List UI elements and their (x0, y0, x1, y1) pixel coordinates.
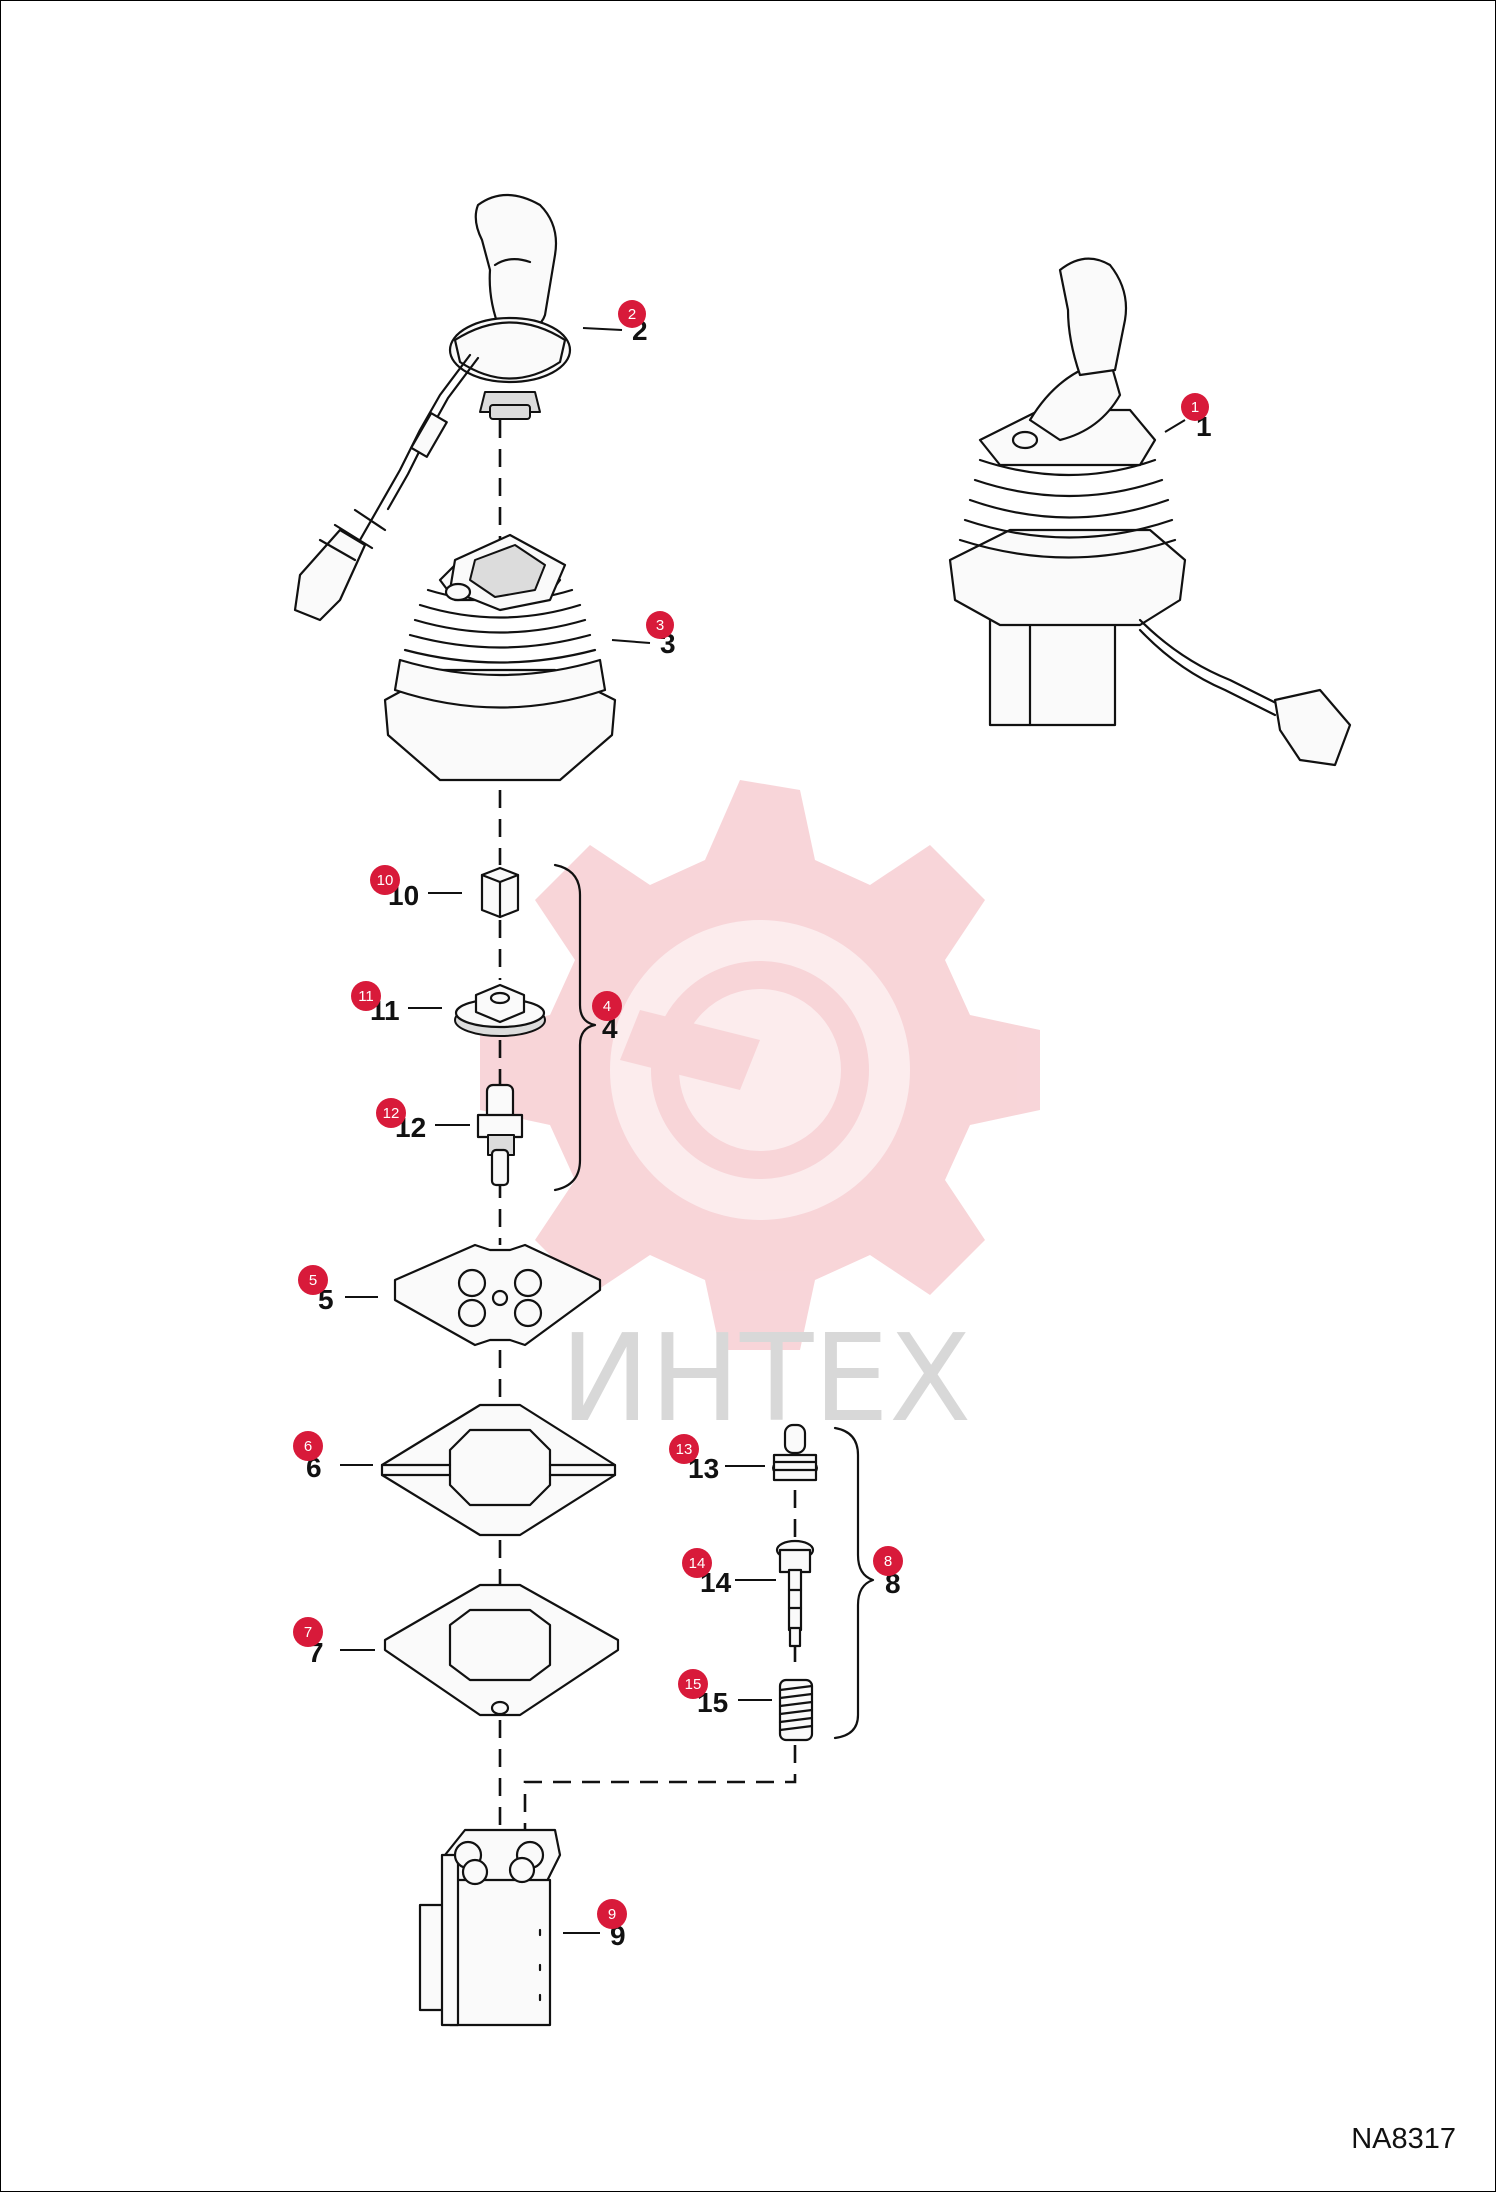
svg-text:6: 6 (304, 1438, 312, 1455)
brace-part-4 (553, 863, 597, 1192)
badge-10: 10 (370, 865, 400, 895)
svg-text:12: 12 (383, 1105, 400, 1122)
svg-text:13: 13 (676, 1441, 693, 1458)
svg-text:14: 14 (689, 1555, 706, 1572)
badge-3: 3 (646, 611, 674, 639)
badge-4: 4 (592, 991, 622, 1021)
badge-13: 13 (669, 1434, 699, 1464)
part-1-joystick-assembly (948, 257, 1352, 767)
svg-text:2: 2 (628, 306, 636, 323)
svg-text:5: 5 (309, 1272, 317, 1289)
part-15-spring (778, 1678, 814, 1742)
part-2-joystick-handle (293, 194, 572, 622)
watermark-gear-icon (480, 780, 1040, 1350)
part-7-plate (383, 1583, 620, 1717)
part-13-plunger-cap (772, 1423, 818, 1482)
part-3-rubber-boot (383, 533, 617, 782)
part-badges: 2 3 1 10 11 4 12 5 6 7 13 14 8 15 9 (293, 300, 1209, 1929)
svg-text:8: 8 (884, 1553, 892, 1570)
part-12-universal-joint (476, 1083, 524, 1187)
part-9-valve-body (418, 1828, 562, 2027)
svg-text:7: 7 (304, 1624, 312, 1641)
svg-text:1: 1 (1191, 399, 1199, 416)
part-5-plate (393, 1243, 602, 1347)
badge-8: 8 (873, 1546, 903, 1576)
badge-15: 15 (678, 1669, 708, 1699)
svg-text:11: 11 (358, 988, 374, 1005)
watermark-text: ИНТЕХ (560, 1310, 971, 1449)
badge-9: 9 (597, 1899, 627, 1929)
leader-lines (340, 327, 1186, 1934)
part-6-plate (380, 1403, 617, 1537)
badge-2: 2 (618, 300, 646, 328)
drawing-code: NA8317 (1351, 2123, 1456, 2155)
badge-6: 6 (293, 1431, 323, 1461)
svg-text:9: 9 (608, 1906, 616, 1923)
part-10-nut (480, 866, 520, 919)
svg-text:15: 15 (685, 1676, 702, 1693)
badge-12: 12 (376, 1098, 406, 1128)
svg-text:4: 4 (603, 998, 611, 1015)
badge-5: 5 (298, 1265, 328, 1295)
badge-14: 14 (682, 1548, 712, 1578)
brace-part-8 (833, 1426, 875, 1740)
badge-11: 11 (351, 981, 381, 1011)
svg-text:10: 10 (377, 872, 394, 889)
part-14-plunger (775, 1539, 815, 1648)
badge-1: 1 (1181, 393, 1209, 421)
badge-7: 7 (293, 1617, 323, 1647)
svg-text:3: 3 (656, 617, 664, 634)
part-11-flange-nut (454, 983, 546, 1037)
